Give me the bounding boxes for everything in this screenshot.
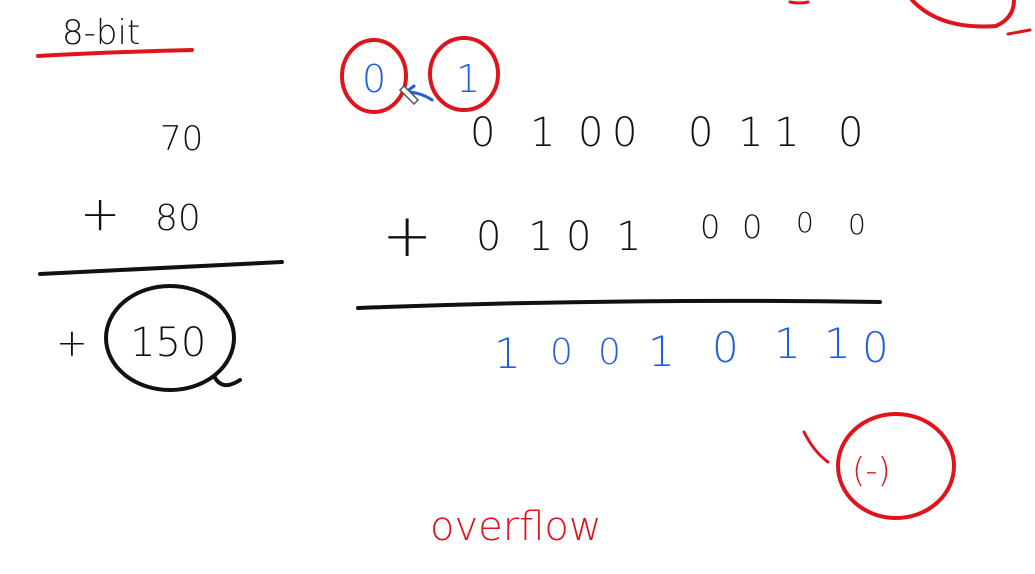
binary-addend-1-bit: 0: [838, 110, 863, 156]
decimal-result: 150: [130, 320, 206, 366]
carry-out-bit: 0: [362, 57, 386, 101]
binary-result-bit: 1: [648, 327, 675, 376]
decimal-plus-sign: +: [80, 186, 120, 242]
binary-result-bit: 0: [862, 323, 889, 372]
binary-addend-2-row: 0 1 0 1 0 0 0 0: [476, 206, 866, 260]
carry-in-circle: [428, 36, 500, 112]
carry-in-bit: 1: [456, 57, 480, 101]
binary-addend-2-bit: 0: [476, 214, 501, 260]
binary-addend-2-bit: 1: [616, 214, 641, 260]
binary-addend-2-bit: 0: [848, 208, 866, 241]
title-text: 8-bit: [62, 13, 140, 53]
binary-result-bit: 0: [712, 323, 739, 372]
binary-result-bit: 1: [774, 319, 801, 368]
binary-addend-2-bit: 0: [796, 206, 814, 239]
negative-sign-circle: [836, 412, 956, 520]
binary-addend-1-bit: 0: [470, 110, 495, 156]
binary-addend-1-bit: 1: [774, 110, 799, 156]
decimal-sum-line: [38, 260, 284, 276]
binary-addend-1-bit: 0: [578, 110, 603, 156]
binary-sum-line: [356, 298, 882, 310]
pen-cursor-icon: [398, 84, 420, 106]
binary-addend-1-bit: 1: [738, 110, 763, 156]
binary-addend-2-bit: 0: [742, 208, 762, 246]
binary-addend-2-bit: 0: [700, 208, 720, 246]
binary-result-bit: 0: [598, 332, 621, 373]
decimal-addend-1: 70: [160, 119, 203, 159]
binary-addend-2-bit: 1: [528, 214, 553, 260]
decimal-result-sign: +: [56, 321, 88, 365]
edge-red-stroke: [788, 0, 810, 5]
binary-addend-1-row: 0 1 0 0 0 1 1 0: [470, 110, 863, 156]
title-underline: [36, 48, 194, 58]
negative-sign-text: (-): [852, 451, 891, 491]
overflow-note: overflow: [430, 504, 602, 550]
edge-red-circle-fragment: [910, 0, 1016, 29]
edge-red-tick: [1006, 28, 1032, 36]
binary-addend-1-bit: 0: [612, 110, 637, 156]
decimal-result-circle: [104, 284, 236, 392]
binary-addend-2-bit: 0: [566, 214, 591, 260]
binary-plus-sign: +: [382, 201, 432, 271]
carry-out-circle: [340, 38, 408, 114]
binary-result-row: 1 0 0 1 0 1 1 0: [494, 319, 889, 378]
binary-addend-1-bit: 0: [688, 110, 713, 156]
binary-addend-1-bit: 1: [530, 110, 555, 156]
decimal-result-circle-tail: [212, 374, 242, 388]
binary-result-bit: 1: [494, 329, 521, 378]
decimal-addend-2: 80: [155, 198, 201, 239]
binary-result-bit: 0: [550, 332, 573, 373]
sign-pointer-mark: [802, 430, 830, 464]
binary-result-bit: 1: [824, 319, 851, 368]
